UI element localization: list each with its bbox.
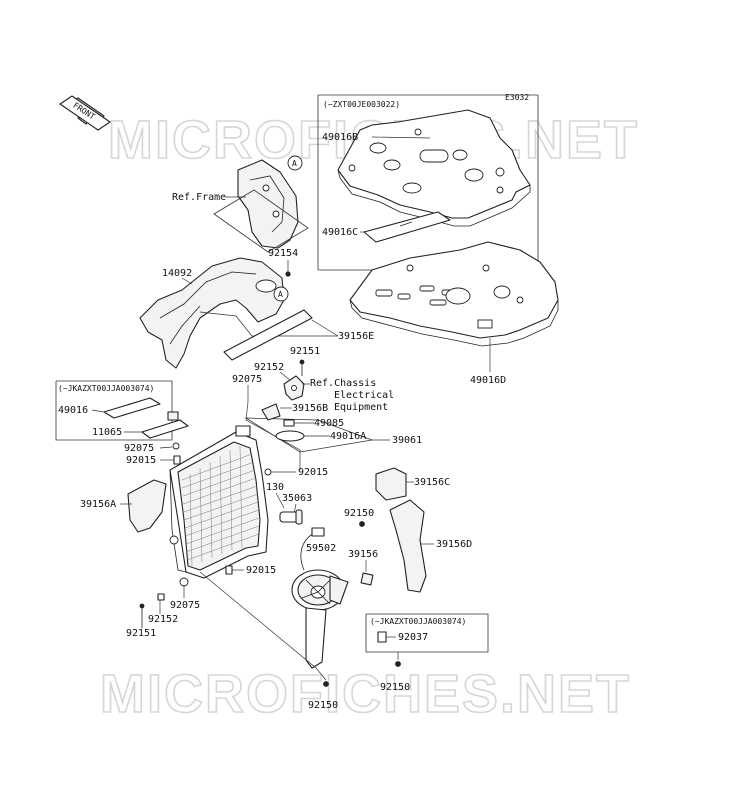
collar-92015-left [173, 455, 181, 465]
label-92151-top: 92151 [290, 346, 320, 357]
pad-49016 [103, 397, 161, 419]
plate-49016D [349, 241, 559, 347]
frame-bracket [237, 159, 299, 249]
serial-note-lower-right: (~JKAZXT00JJA003074) [370, 617, 466, 626]
label-39156C: 39156C [414, 477, 450, 488]
clip-92037 [377, 631, 387, 643]
serial-box-left [55, 380, 173, 441]
label-92075-mid: 92075 [124, 443, 154, 454]
seal-39156D [389, 499, 427, 593]
label-92075-bottom: 92075 [170, 600, 200, 611]
diagram-code: E3032 [505, 93, 529, 102]
watermark-bottom: MICROFICHES.NET [100, 664, 631, 724]
label-59502: 59502 [306, 543, 336, 554]
collar-92015-right [264, 468, 272, 476]
front-arrow-icon: FRONT [59, 95, 111, 131]
label-39156D: 39156D [436, 539, 472, 550]
strip-39156E [223, 309, 313, 361]
chassis-bracket [283, 375, 305, 401]
pad-49016C [363, 211, 451, 243]
label-49016A: 49016A [330, 431, 366, 442]
grommet-92075-mid [172, 442, 180, 450]
label-39061: 39061 [392, 435, 422, 446]
label-39156A: 39156A [80, 499, 116, 510]
label-49016D: 49016D [470, 375, 506, 386]
label-92152-top: 92152 [254, 362, 284, 373]
label-92015-bottom: 92015 [246, 565, 276, 576]
bolt-92150-a [359, 521, 365, 527]
pad-39156B [261, 403, 281, 421]
collar-92015-bottom [225, 565, 233, 575]
bolt-92150-b [395, 661, 401, 667]
collar-92152-bottom [157, 593, 165, 601]
label-39156: 39156 [348, 549, 378, 560]
label-49085: 49085 [314, 418, 344, 429]
fan-59502 [291, 527, 349, 669]
serial-note-top-right: (~ZXT00JE003022) [323, 100, 400, 109]
label-35063: 35063 [282, 493, 312, 504]
label-39156B: 39156B [292, 403, 328, 414]
hose-35063 [279, 509, 303, 525]
label-49016: 49016 [58, 405, 88, 416]
label-ref-frame: Ref.Frame [172, 192, 226, 203]
callout-a-bottom [273, 286, 289, 302]
label-49016C: 49016C [322, 227, 358, 238]
label-92015-right: 92015 [298, 467, 328, 478]
label-130: 130 [266, 482, 284, 493]
label-ref-chassis-2: Electrical [334, 390, 394, 401]
pad-11065 [141, 419, 189, 439]
label-92152-bottom: 92152 [148, 614, 178, 625]
label-92075-top: 92075 [232, 374, 262, 385]
radiator [169, 425, 269, 579]
label-92150-c: 92150 [308, 700, 338, 711]
leader-49016B [371, 136, 431, 139]
label-39156E: 39156E [338, 331, 374, 342]
duct-14092 [139, 257, 285, 369]
bolt-92150-c [323, 681, 329, 687]
label-92151-bottom: 92151 [126, 628, 156, 639]
callout-a-bottom-label: A [278, 290, 283, 299]
label-92150-b: 92150 [380, 682, 410, 693]
callout-a-top-label: A [292, 159, 297, 168]
label-92015-left: 92015 [126, 455, 156, 466]
label-49016B: 49016B [322, 132, 358, 143]
label-92037: 92037 [398, 632, 428, 643]
label-92150-a: 92150 [344, 508, 374, 519]
label-ref-chassis-3: Equipment [334, 402, 388, 413]
pad-39156 [360, 572, 374, 586]
label-11065: 11065 [92, 427, 122, 438]
pad-49016A [275, 430, 305, 442]
frame-ref-outline [213, 189, 309, 253]
label-ref-chassis-1: Ref.Chassis [310, 378, 376, 389]
serial-note-left: (~JKAZXT00JJA003074) [58, 384, 154, 393]
label-92154: 92154 [268, 248, 298, 259]
label-14092: 14092 [162, 268, 192, 279]
callout-a-top [287, 155, 303, 171]
clip-49085 [283, 419, 295, 427]
pad-39156C [375, 467, 407, 501]
shroud-39156A [127, 479, 167, 533]
clip-11065 [167, 411, 179, 421]
grommet-92075-bottom [179, 577, 189, 587]
serial-box-lower-right [365, 613, 489, 653]
